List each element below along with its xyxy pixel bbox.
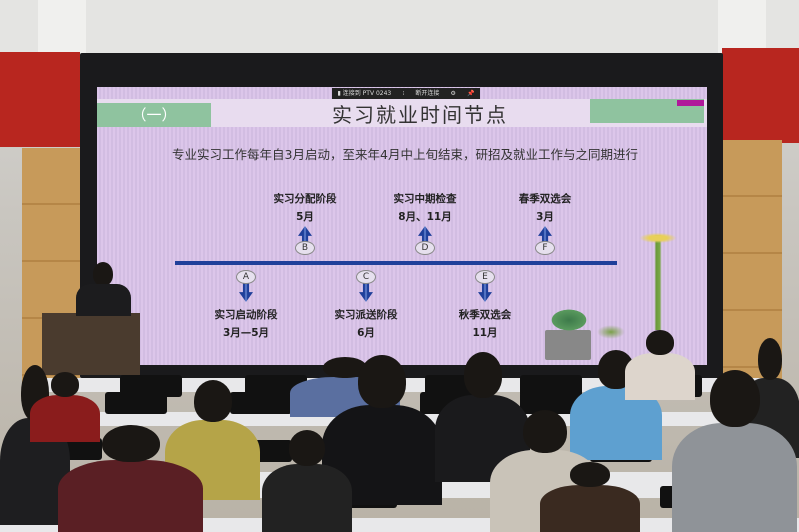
milestone-name: 实习分配阶段: [273, 193, 337, 205]
milestone-time: 8月、11月: [398, 211, 452, 223]
ceiling: [0, 0, 799, 55]
milestone-node: C: [356, 270, 376, 284]
cast-toolbar[interactable]: ▮ 连接到 PTV 0243 ⁝ 断开连接 ⚙ 📌: [332, 88, 480, 99]
person-head: [758, 338, 782, 380]
daffodil-flower: [636, 232, 680, 244]
milestone-name: 实习启动阶段: [214, 309, 278, 321]
red-wall-panel: [0, 52, 80, 147]
milestone-name: 实习派送阶段: [334, 309, 398, 321]
milestone-time: 3月: [536, 211, 554, 223]
chair: [105, 392, 167, 414]
presentation-slide: [97, 87, 707, 365]
succulent-plant: [549, 308, 589, 332]
settings-icon[interactable]: ⚙: [450, 90, 456, 97]
milestone-node: F: [535, 241, 555, 255]
milestone-node: E: [475, 270, 495, 284]
person-head: [289, 430, 325, 466]
person-body: [672, 423, 797, 532]
person-body: [30, 395, 100, 442]
person-head: [523, 410, 567, 453]
disconnect-button[interactable]: 断开连接: [415, 90, 440, 97]
milestone-node: A: [236, 270, 256, 284]
person-body: [625, 353, 695, 400]
person-head: [101, 425, 160, 463]
pin-icon[interactable]: 📌: [466, 90, 475, 97]
red-wall-panel: [722, 48, 799, 143]
section-label: （一）: [97, 103, 211, 127]
decor-mark: [677, 100, 704, 106]
person-body: [540, 485, 640, 532]
person-head: [709, 370, 760, 427]
plant-pot: [545, 330, 591, 360]
person-head: [323, 357, 367, 378]
daffodil-plant: [640, 235, 676, 330]
speaker-body: [76, 284, 131, 316]
succulent-plant: [597, 325, 625, 339]
person-head: [570, 462, 610, 487]
person-head: [193, 380, 232, 422]
toolbar-connection: ▮ 连接到 PTV 0243: [337, 90, 392, 97]
slide-subtitle: 专业实习工作每年自3月启动，至来年4月中上旬结束，研招及就业工作与之同期进行: [172, 147, 638, 162]
milestone-name: 春季双选会: [518, 193, 572, 205]
person-head: [646, 330, 674, 355]
timeline-road: [175, 261, 617, 265]
person-head: [358, 355, 406, 408]
chair: [520, 375, 582, 397]
person-head: [463, 352, 502, 398]
person-head: [51, 372, 79, 397]
milestone-node: D: [415, 241, 435, 255]
pillar: [718, 0, 766, 55]
speaker-head: [93, 262, 113, 286]
slide-title: 实习就业时间节点: [332, 103, 508, 127]
milestone-time: 11月: [472, 327, 498, 339]
person-body: [58, 460, 203, 532]
milestone-name: 实习中期检查: [393, 193, 457, 205]
milestone-node: B: [295, 241, 315, 255]
pillar: [38, 0, 86, 55]
chair: [520, 392, 582, 414]
milestone-time: 5月: [296, 211, 314, 223]
podium: [42, 313, 140, 375]
chair: [120, 375, 182, 397]
toolbar-separator: ⁝: [402, 90, 405, 97]
milestone-time: 6月: [357, 327, 375, 339]
milestone-time: 3月—5月: [222, 327, 270, 339]
person-body: [262, 463, 352, 532]
chair: [230, 392, 292, 414]
milestone-name: 秋季双选会: [458, 309, 512, 321]
